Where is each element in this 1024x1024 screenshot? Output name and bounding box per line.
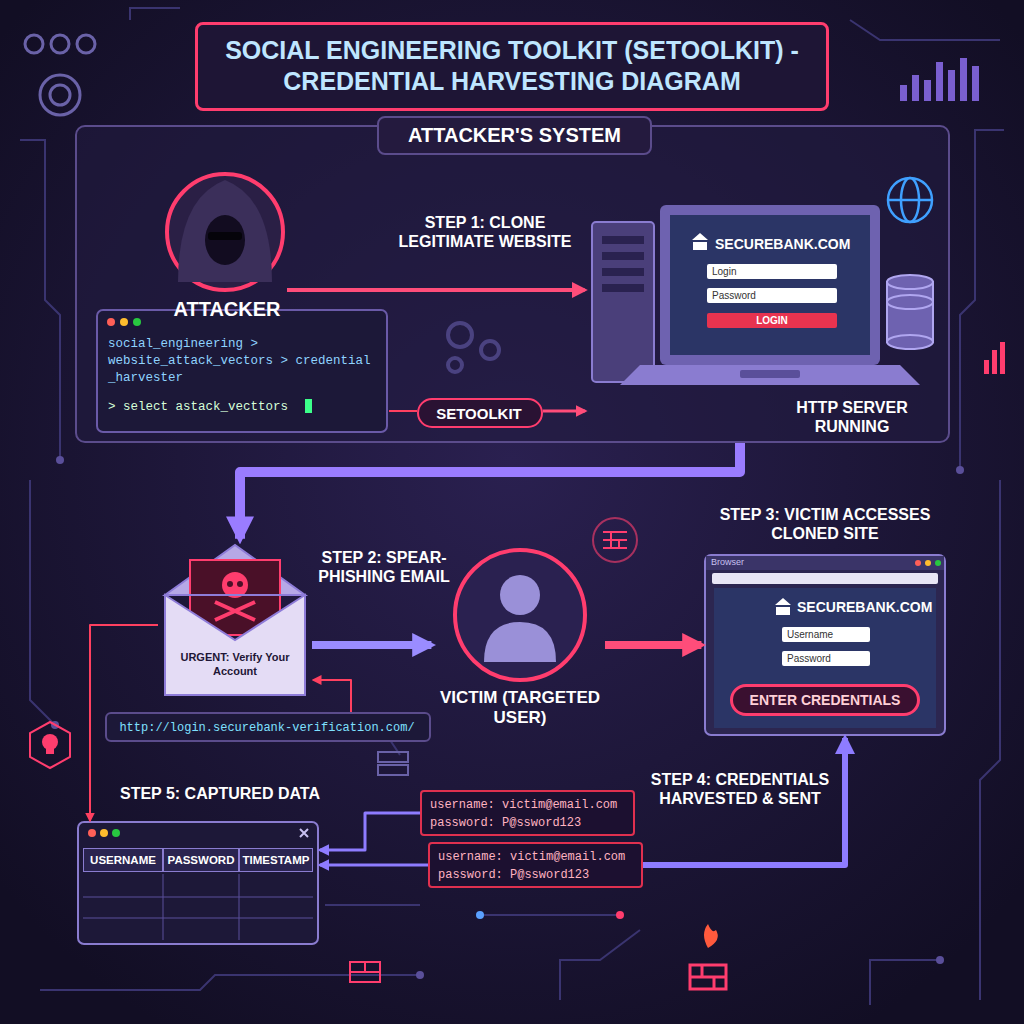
hex-icons — [25, 35, 95, 115]
panel-heading: ATTACKER'S SYSTEM — [377, 116, 652, 155]
tool-name: SETOOLKIT — [419, 405, 539, 422]
terminal-window: social_engineering > website_attack_vect… — [99, 312, 389, 434]
circuit-traces — [20, 8, 1004, 1005]
window-title: Browser — [711, 557, 791, 567]
step-label: STEP 3: VICTIM ACCESSES CLONED SITE — [700, 505, 950, 543]
skull-hex-icon — [30, 722, 70, 768]
bar-chart-icon — [900, 58, 979, 101]
step-label: STEP 1: CLONE LEGITIMATE WEBSITE — [385, 213, 585, 251]
credential-packet: username: victim@email.com password: P@ss… — [420, 790, 635, 836]
table-header: TIMESTAMP — [239, 848, 313, 872]
envelope-illustration — [165, 545, 305, 695]
globe-icon — [888, 178, 932, 222]
diagram-title: SOCIAL ENGINEERING TOOLKIT (SETOOLKIT) -… — [195, 22, 829, 111]
credential-text: password: P@ssword123 — [430, 816, 635, 830]
input-field: Login — [707, 264, 837, 279]
circuit-nodes — [51, 456, 964, 979]
server-tower — [592, 222, 654, 382]
terminal-window — [97, 310, 387, 432]
bar-chart-icon-small — [984, 342, 1005, 374]
server-icon-small — [378, 752, 408, 775]
tool-pill: SETOOLKIT — [417, 398, 543, 428]
flow-arrow — [605, 641, 701, 649]
laptop — [620, 205, 920, 385]
victim-icon — [455, 550, 585, 680]
flow-arrow — [320, 864, 428, 867]
flow-arrow — [314, 680, 352, 712]
flow-arrow — [312, 641, 431, 649]
terminal-text: social_engineering > website_attack_vect… — [108, 336, 380, 387]
submit-button: ENTER CREDENTIALS — [730, 684, 920, 716]
flow-arrow — [643, 738, 845, 865]
flow-arrow — [389, 410, 417, 412]
cloned-server: SECUREBANK.COM LoginPasswordLOGIN HTTP SER… — [587, 187, 937, 442]
step-label: STEP 5: CAPTURED DATA — [100, 784, 340, 803]
step-label: STEP 4: CREDENTIALS HARVESTED & SENT — [650, 770, 830, 808]
flow-arrow — [320, 813, 420, 850]
gear-icons — [448, 323, 499, 372]
node-label: ATTACKER — [162, 298, 292, 321]
node-label: VICTIM (TARGETED USER) — [435, 688, 605, 729]
browser-window — [705, 555, 945, 735]
captured-data-table: USERNAMEPASSWORDTIMESTAMP — [78, 822, 318, 944]
phishing-email: URGENT: Verify Your Account — [158, 543, 312, 703]
database-icon — [887, 275, 933, 349]
terminal-command: > select astack_vecttors — [108, 400, 304, 414]
table-header: USERNAME — [83, 848, 163, 872]
data-table-frame — [78, 822, 318, 944]
credential-packet: username: victim@email.com password: P@ss… — [428, 842, 643, 888]
credential-text: username: victim@email.com — [430, 798, 635, 812]
system-panel: ATTACKER'S SYSTEMATTACKERsocial_engineer… — [75, 125, 950, 443]
phishing-url: http://login.securebank-verification.com… — [105, 712, 431, 742]
flow-arrow — [240, 442, 740, 539]
firewall-icon — [350, 518, 726, 989]
browser-window: BrowserSECUREBANK.COM UsernamePasswordENT… — [705, 555, 945, 735]
url-text: http://login.securebank-verification.com… — [107, 721, 427, 735]
victim-node: VICTIM (TARGETED USER) — [435, 548, 605, 748]
credential-text: username: victim@email.com — [438, 850, 643, 864]
flow-arrow — [543, 410, 585, 413]
server-status: HTTP SERVER RUNNING — [772, 398, 932, 436]
site-name: SECUREBANK.COM — [797, 599, 937, 615]
credential-text: password: P@ssword123 — [438, 868, 643, 882]
input-field: Username — [782, 627, 870, 642]
attacker-icon — [167, 174, 283, 290]
flow-arrow — [287, 288, 585, 292]
site-name: SECUREBANK.COM — [715, 236, 865, 252]
input-field: Password — [707, 288, 837, 303]
attacker-node: ATTACKER — [167, 174, 287, 324]
login-button: LOGIN — [707, 313, 837, 328]
input-field: Password — [782, 651, 870, 666]
table-header: PASSWORD — [163, 848, 239, 872]
email-subject: URGENT: Verify Your Account — [176, 651, 294, 679]
panel-fill — [75, 125, 950, 443]
step-label: STEP 2: SPEAR-PHISHING EMAIL — [318, 548, 450, 586]
